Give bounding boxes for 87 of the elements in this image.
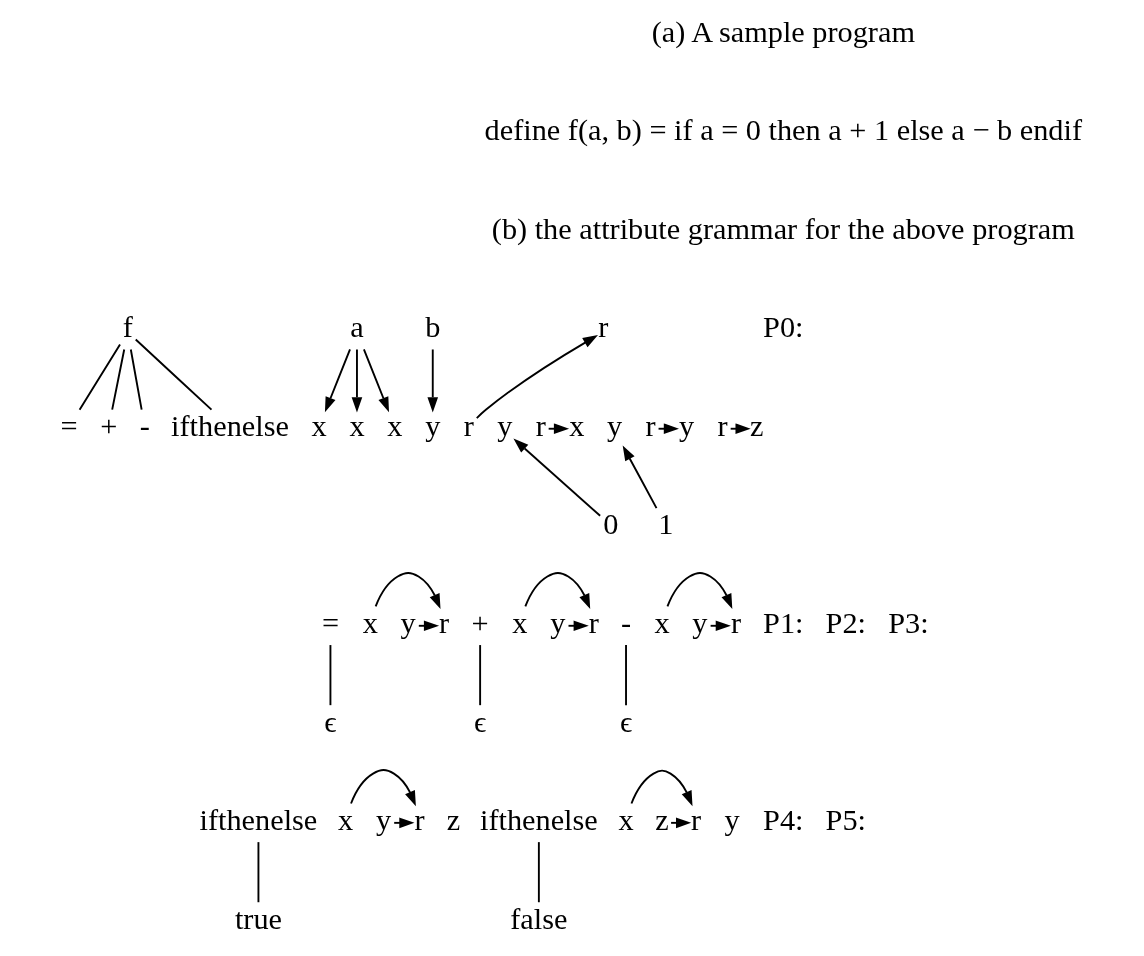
arrow bbox=[666, 572, 732, 610]
node-text: y bbox=[691, 606, 708, 640]
label: P3: bbox=[887, 606, 929, 640]
node-text: x bbox=[568, 408, 584, 443]
node-text: y bbox=[375, 803, 391, 838]
label: (a) A sample program bbox=[651, 14, 915, 49]
node-text: false bbox=[509, 901, 567, 936]
arrow bbox=[426, 348, 438, 413]
node-text: - bbox=[139, 408, 150, 443]
node-text: ifthenelse bbox=[199, 803, 317, 838]
arrow bbox=[657, 423, 679, 435]
node-text: z bbox=[446, 803, 460, 838]
connector bbox=[329, 644, 331, 707]
node-text: a bbox=[349, 310, 364, 345]
node-text: x bbox=[337, 803, 353, 838]
arrow bbox=[523, 572, 590, 610]
label: P2: bbox=[825, 606, 866, 640]
node-text: ϵ bbox=[619, 704, 632, 739]
label: define f(a, b) = if a = 0 then a + 1 else a − b endif bbox=[484, 113, 1082, 148]
node-text: r bbox=[730, 606, 741, 640]
node-text: r bbox=[413, 803, 425, 838]
arrow bbox=[374, 572, 440, 610]
node-text: r bbox=[645, 408, 656, 443]
node-text: ifthenelse bbox=[479, 803, 598, 838]
node-text: x bbox=[617, 803, 634, 838]
arrow bbox=[547, 423, 569, 435]
connector bbox=[537, 841, 540, 904]
node-text: x bbox=[653, 606, 670, 640]
node-text: = bbox=[59, 408, 77, 443]
connector bbox=[78, 343, 121, 411]
node-text: ifthenelse bbox=[170, 408, 289, 443]
arrow bbox=[475, 335, 598, 420]
node-text: 0 bbox=[602, 507, 618, 542]
node-text: f bbox=[122, 310, 133, 345]
label: P4: bbox=[762, 803, 804, 838]
arrow bbox=[709, 620, 731, 632]
node-text: y bbox=[424, 408, 440, 443]
node-text: y bbox=[678, 408, 694, 443]
arrow bbox=[324, 348, 351, 413]
connector bbox=[257, 841, 259, 904]
node-text: true bbox=[234, 901, 282, 936]
arrow bbox=[351, 348, 362, 413]
connector bbox=[624, 644, 627, 707]
label: P0: bbox=[762, 310, 804, 345]
node-text: z bbox=[654, 803, 669, 838]
node-text: x bbox=[362, 606, 378, 640]
node-text: ϵ bbox=[323, 704, 337, 739]
node-text: b bbox=[424, 310, 440, 345]
arrow bbox=[630, 769, 693, 807]
node-text: y bbox=[549, 606, 565, 640]
arrow bbox=[567, 620, 589, 632]
node-text: x bbox=[348, 408, 365, 443]
node-text: - bbox=[620, 606, 631, 640]
arrow bbox=[417, 620, 439, 632]
label: P5: bbox=[825, 803, 866, 838]
arrow bbox=[622, 445, 657, 510]
arrow bbox=[512, 438, 601, 517]
node-text: r bbox=[717, 408, 728, 443]
node-text: r bbox=[438, 606, 449, 640]
connector bbox=[478, 644, 481, 707]
node-text: ϵ bbox=[473, 704, 486, 739]
node-text: r bbox=[597, 310, 608, 345]
node-text: = bbox=[321, 606, 339, 640]
node-text: x bbox=[386, 408, 402, 443]
node-text: z bbox=[749, 408, 763, 443]
node-text: 1 bbox=[657, 507, 673, 542]
arrow bbox=[362, 348, 389, 413]
arrow bbox=[349, 769, 416, 807]
node-text: y bbox=[606, 408, 622, 443]
node-text: + bbox=[99, 408, 117, 443]
node-text: r bbox=[690, 803, 701, 838]
node-text: + bbox=[471, 606, 489, 640]
node-text: r bbox=[463, 408, 474, 443]
node-text: r bbox=[588, 606, 599, 640]
label: P1: bbox=[762, 606, 804, 640]
label: (b) the attribute grammar for the above program bbox=[491, 211, 1075, 246]
connector bbox=[110, 348, 125, 411]
node-text: y bbox=[724, 803, 740, 838]
node-text: r bbox=[535, 408, 546, 443]
node-text: y bbox=[400, 606, 416, 640]
connector bbox=[134, 338, 212, 411]
arrow bbox=[669, 817, 691, 829]
node-text: x bbox=[310, 408, 327, 443]
arrow bbox=[392, 817, 414, 829]
node-text: y bbox=[496, 408, 512, 443]
connector bbox=[129, 348, 143, 411]
node-text: x bbox=[511, 606, 527, 640]
